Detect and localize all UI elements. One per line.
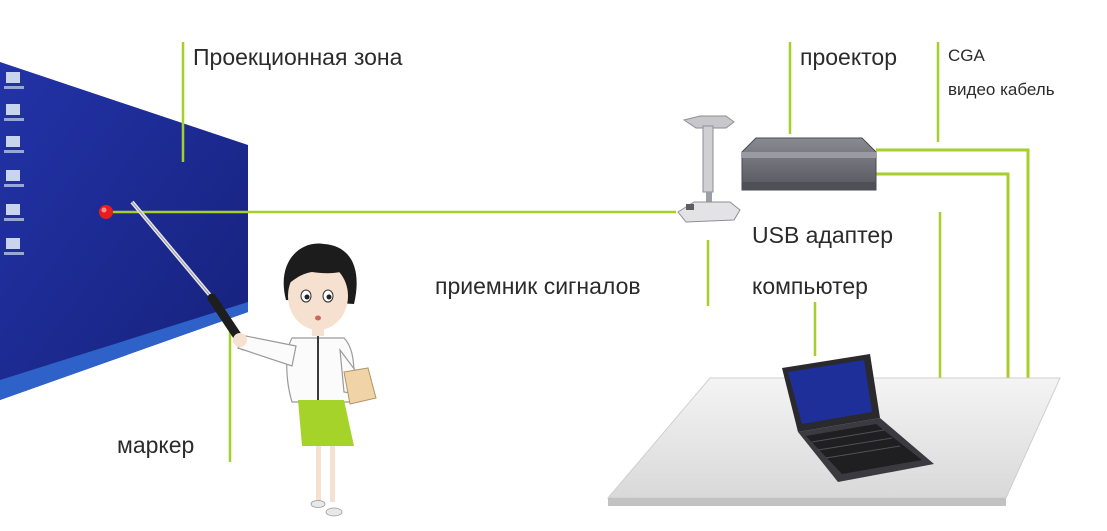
projection-screen bbox=[0, 62, 248, 400]
label-usb-adapter: USB адаптер bbox=[752, 222, 893, 248]
leader-lines bbox=[181, 42, 942, 462]
label-projection-zone: Проекционная зона bbox=[193, 44, 403, 70]
laser-dot bbox=[99, 205, 113, 219]
label-computer: компьютер bbox=[752, 273, 868, 299]
label-marker: маркер bbox=[117, 432, 195, 458]
laptop-icon bbox=[782, 354, 934, 482]
label-projector: проектор bbox=[800, 44, 898, 70]
cables bbox=[876, 148, 1030, 418]
projector-icon bbox=[741, 137, 877, 191]
label-video-cable: видео кабель bbox=[948, 80, 1055, 99]
receiver-icon bbox=[677, 115, 741, 223]
label-signal-receiver: приемник сигналов bbox=[435, 273, 641, 299]
label-cga: CGA bbox=[948, 46, 985, 65]
teacher-figure bbox=[233, 243, 377, 517]
desktop-icons bbox=[4, 72, 24, 255]
